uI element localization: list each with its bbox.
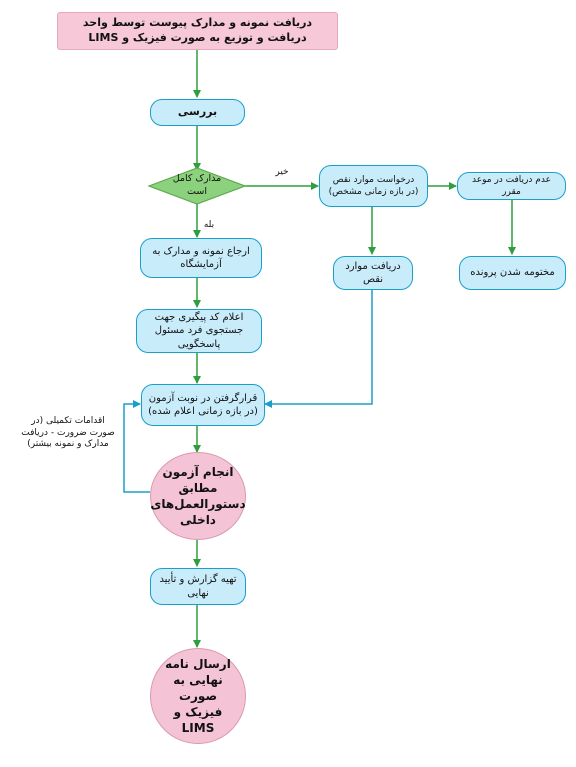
receive-missing-text: دریافت موارد نقص [345,260,401,286]
perform-test-text: انجام آزمون مطابق دستورالعمل‌های داخلی [150,464,246,528]
perform-test-circle: انجام آزمون مطابق دستورالعمل‌های داخلی [150,452,246,540]
return-to-lab-box: ارجاع نمونه و مدارک به آزمایشگاه [140,238,262,278]
decision-diamond [147,167,247,205]
no-text: خیر [275,167,289,177]
connector-receive-queue [264,290,373,408]
yes-label: بله [197,220,221,232]
request-missing-box: درخواست موارد نقص (در بازه زمانی مشخص) [319,165,428,207]
tracking-code-box: اعلام کد پیگیری جهت جستجوی فرد مسئول پاس… [136,309,262,353]
test-queue-box: قرارگرفتن در نوبت آزمون (در بازه زمانی ا… [141,384,265,426]
decision-text: مدارک کامل است [172,173,222,197]
receive-missing-box: دریافت موارد نقص [333,256,413,290]
decision-label-box: مدارک کامل است [165,173,229,197]
supplementary-label: اقدامات تکمیلی (در صورت ضرورت - دریافت م… [20,416,116,451]
prepare-report-box: تهیه گزارش و تأیید نهایی [150,568,246,605]
test-queue-text: قرارگرفتن در نوبت آزمون (در بازه زمانی ا… [148,392,258,418]
return-to-lab-text: ارجاع نمونه و مدارک به آزمایشگاه [152,245,250,271]
supplementary-text: اقدامات تکمیلی (در صورت ضرورت - دریافت م… [21,416,115,450]
start-box: دریافت نمونه و مدارک پیوست توسط واحد دری… [57,12,338,50]
close-file-box: مختومه شدن پرونده [459,256,566,290]
start-text: دریافت نمونه و مدارک پیوست توسط واحد دری… [82,16,313,44]
yes-text: بله [203,220,215,230]
not-received-box: عدم دریافت در موعد مقرر [457,172,566,200]
send-final-circle: ارسال نامه نهایی به صورت فیزیک و LIMS [150,648,246,744]
tracking-code-text: اعلام کد پیگیری جهت جستجوی فرد مسئول پاس… [154,311,244,350]
request-missing-text: درخواست موارد نقص (در بازه زمانی مشخص) [328,174,419,197]
review-box: بررسی [150,99,245,126]
review-text: بررسی [177,105,218,119]
close-file-text: مختومه شدن پرونده [470,267,555,279]
send-final-text: ارسال نامه نهایی به صورت فیزیک و LIMS [165,656,231,736]
not-received-text: عدم دریافت در موعد مقرر [472,174,551,197]
prepare-report-text: تهیه گزارش و تأیید نهایی [159,574,237,599]
connector-supplementary-loop [123,400,150,493]
no-label: خیر [268,167,296,179]
